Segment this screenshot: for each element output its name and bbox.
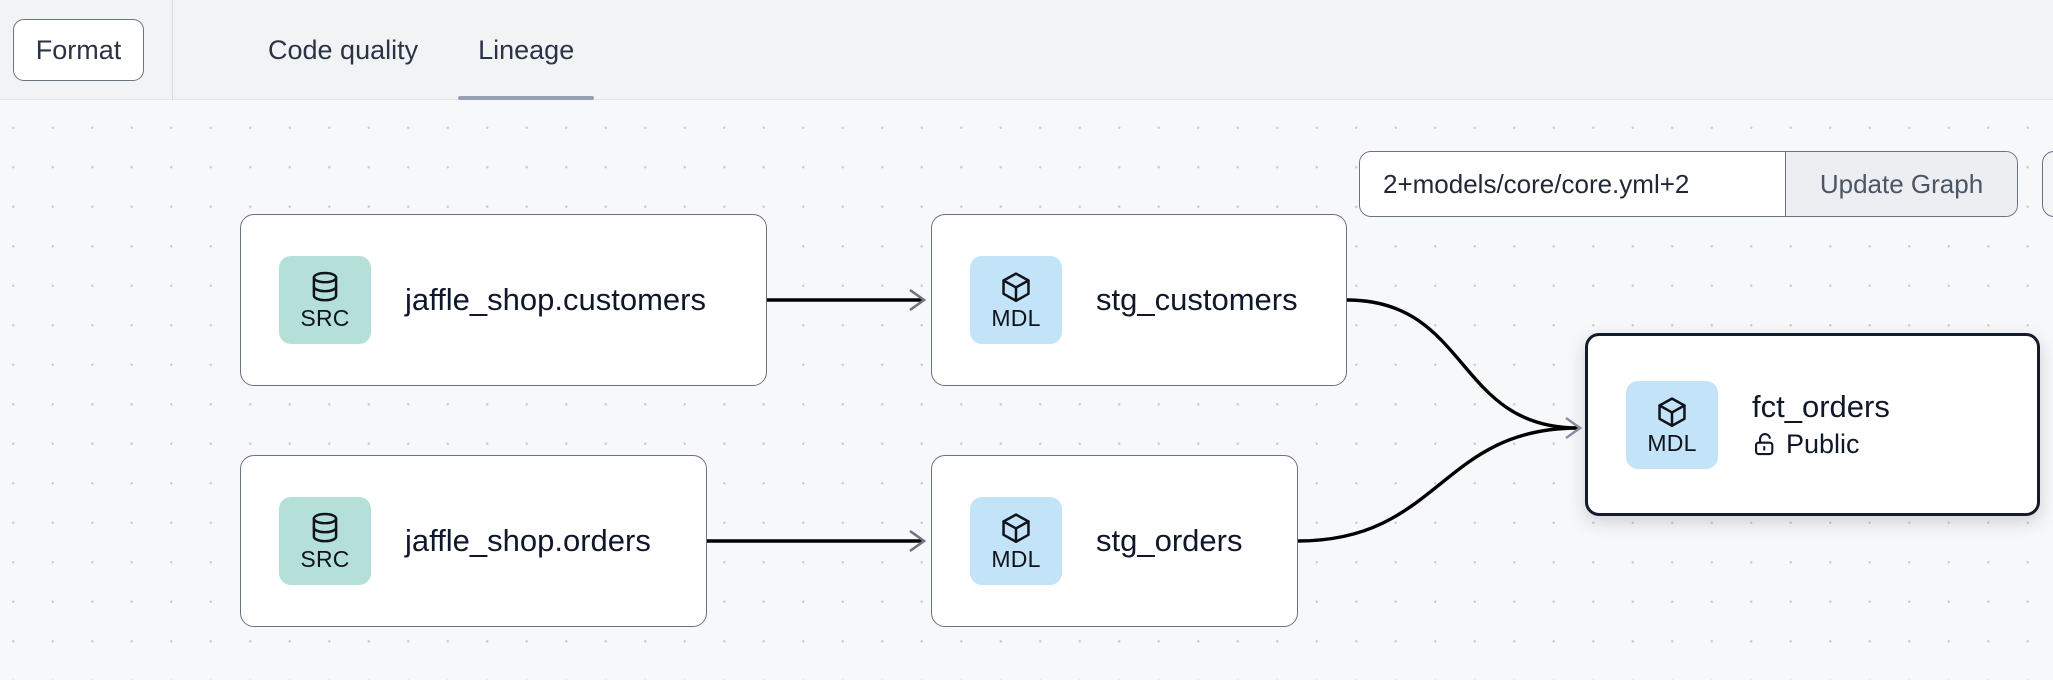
edge-stg-orders-to-fct-orders [1297,426,1579,543]
lineage-node-fct-orders[interactable]: MDL fct_orders Public [1585,333,2040,516]
edge-arrowhead [909,288,927,312]
lineage-node-src-customers[interactable]: SRC jaffle_shop.customers [240,214,767,386]
editor-header: Format Code quality Lineage [0,0,2053,100]
cube-icon [1658,396,1686,427]
node-text: stg_customers [1096,282,1298,318]
node-title: stg_customers [1096,282,1298,318]
tab-underline [458,96,595,100]
node-badge-label: MDL [991,305,1041,331]
graph-selector-toolbar: Update Graph [1359,151,2018,217]
node-badge-label: SRC [300,305,350,331]
node-title: fct_orders [1752,389,1890,425]
lineage-canvas[interactable]: SRC jaffle_shop.customers MDL stg_custom… [0,100,2053,680]
tab-lineage-label: Lineage [478,34,575,65]
node-text: fct_orders Public [1752,389,1890,460]
tab-code-quality-label: Code quality [268,34,419,65]
lineage-node-src-orders[interactable]: SRC jaffle_shop.orders [240,455,707,627]
tab-lineage[interactable]: Lineage [448,0,604,100]
graph-selector-input[interactable] [1360,152,1785,216]
canvas-control-button[interactable] [2042,151,2053,217]
node-text: stg_orders [1096,523,1242,559]
node-badge-mdl: MDL [970,256,1062,344]
update-graph-button[interactable]: Update Graph [1785,152,2017,216]
tab-code-quality[interactable]: Code quality [238,0,448,100]
update-graph-button-label: Update Graph [1819,168,1984,199]
cube-icon [1002,513,1030,543]
node-text: jaffle_shop.customers [405,282,706,318]
edge-arrowhead [909,529,927,553]
node-badge-label: MDL [1647,429,1697,456]
node-badge-label: MDL [991,546,1041,572]
database-icon [312,271,338,302]
format-button[interactable]: Format [13,19,144,81]
node-access-badge: Public [1752,429,1890,460]
node-badge-mdl: MDL [1626,380,1718,469]
node-text: jaffle_shop.orders [405,523,651,559]
header-divider [172,0,173,100]
lineage-node-stg-customers[interactable]: MDL stg_customers [931,214,1347,386]
edge-stg-customers-to-fct-orders [1346,298,1579,430]
node-badge-mdl: MDL [970,497,1062,585]
header-tabs: Code quality Lineage [238,0,604,100]
node-title: jaffle_shop.orders [405,523,651,559]
node-title: jaffle_shop.customers [405,282,706,318]
database-icon [312,512,338,543]
node-badge-label: SRC [300,546,350,572]
node-title: stg_orders [1096,523,1243,559]
node-badge-src: SRC [279,497,371,585]
cube-icon [1002,272,1030,302]
node-badge-src: SRC [279,256,371,344]
node-access-label: Public [1786,428,1860,459]
lineage-node-stg-orders[interactable]: MDL stg_orders [931,455,1298,627]
format-button-label: Format [35,34,122,65]
edge-arrowhead [1565,416,1583,440]
unlock-icon [1755,433,1774,456]
